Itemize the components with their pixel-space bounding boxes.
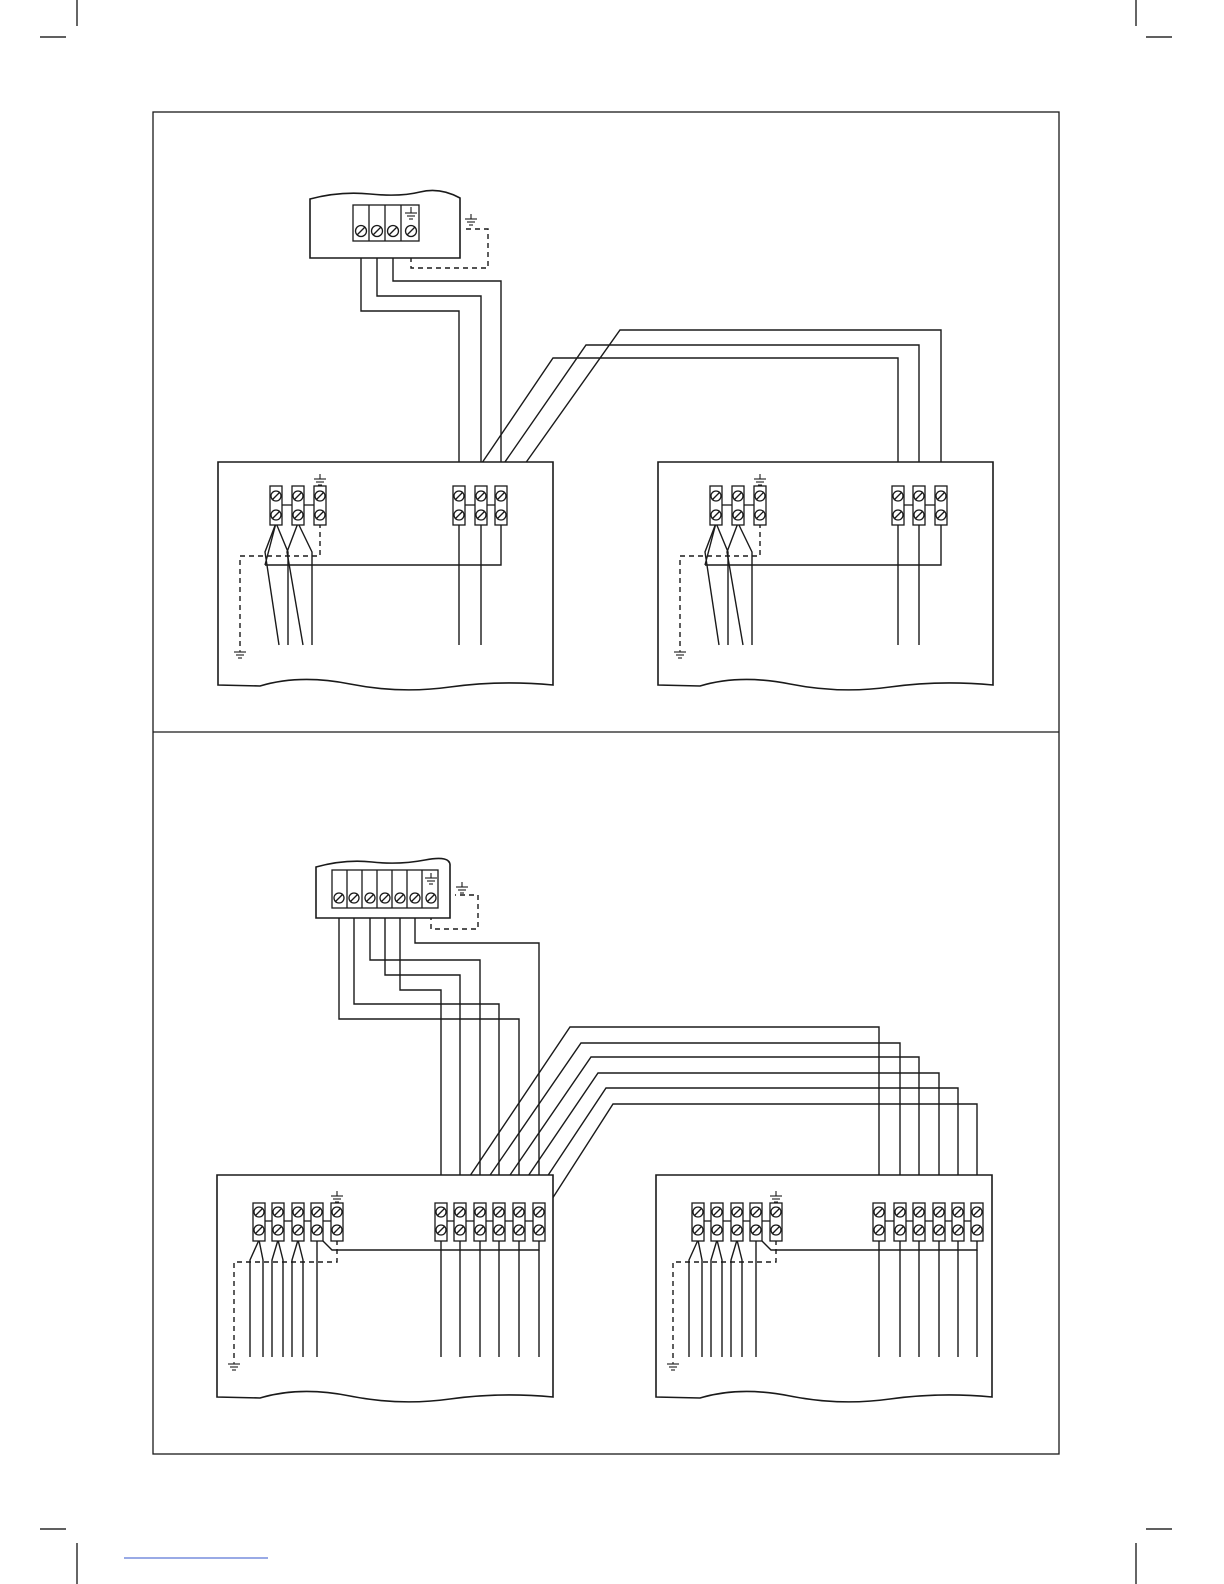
bottom-remote-controller <box>316 858 468 918</box>
bottom-wires <box>339 895 977 1210</box>
crop-marks <box>40 0 1172 1584</box>
bottom-indoor-unit-a <box>217 1175 553 1402</box>
top-remote-controller <box>310 190 477 258</box>
diagram-bottom <box>217 858 992 1401</box>
top-wires <box>361 229 941 485</box>
bottom-indoor-unit-b <box>656 1175 992 1402</box>
diagram-top <box>218 190 993 689</box>
top-indoor-unit-a <box>218 462 553 690</box>
earth-ground-icon <box>456 882 468 893</box>
earth-ground-icon <box>465 214 477 225</box>
top-indoor-unit-b <box>658 462 993 690</box>
